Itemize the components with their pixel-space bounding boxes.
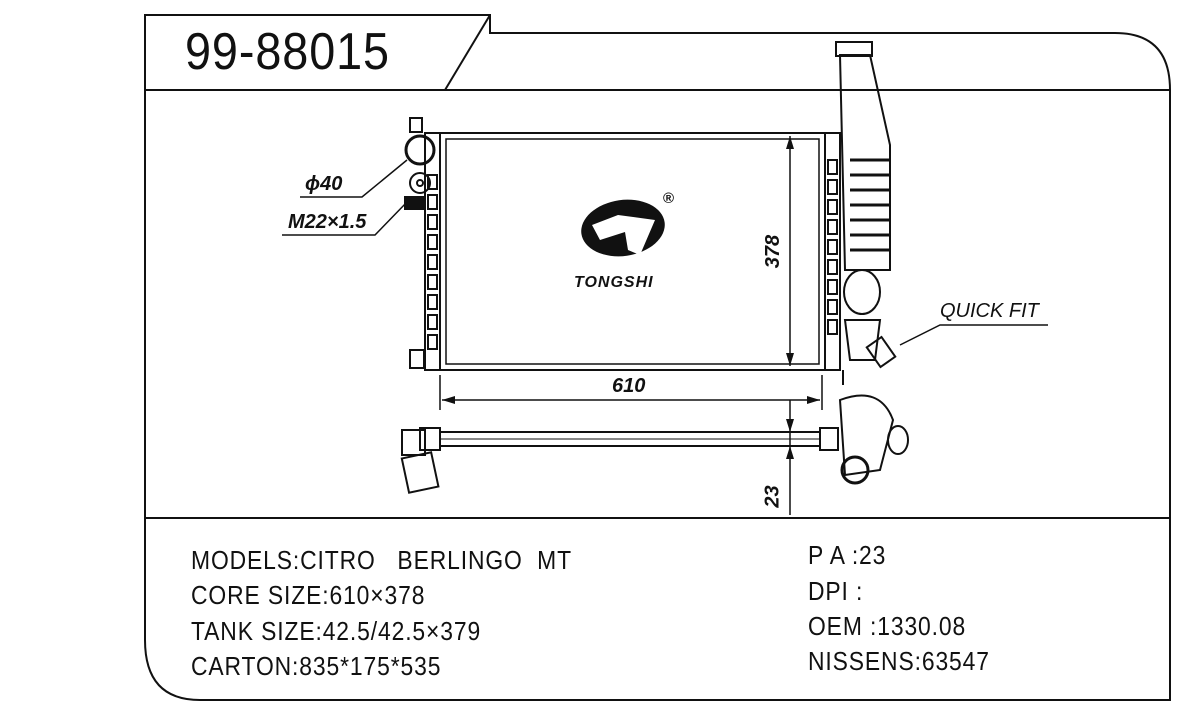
spec-pa: P A :23 xyxy=(808,540,887,570)
spec-carton: CARTON:835*175*535 xyxy=(191,651,442,681)
left-tank-fins xyxy=(427,174,438,350)
height-dimension: 378 xyxy=(762,234,785,269)
expansion-tank xyxy=(838,54,891,271)
thread-callout: M22×1.5 xyxy=(288,211,367,233)
diameter-callout: ϕ40 xyxy=(305,173,343,195)
title-tab-slant xyxy=(444,14,491,91)
quick-fit-connector xyxy=(865,335,897,369)
thickness-dimension: 23 xyxy=(761,485,784,508)
registered-mark: ® xyxy=(663,190,675,207)
width-dimension: 610 xyxy=(612,375,646,397)
brand-name: TONGSHI xyxy=(574,274,654,291)
quick-fit-callout: QUICK FIT xyxy=(940,300,1039,322)
spec-tank-size: TANK SIZE:42.5/42.5×379 xyxy=(191,616,482,646)
spec-dpi: DPI : xyxy=(808,576,864,606)
spec-models: MODELS:CITRO BERLINGO MT xyxy=(191,545,572,575)
part-number-title: 99-88015 xyxy=(185,23,390,81)
inlet-pipe xyxy=(404,134,436,166)
spec-oem: OEM :1330.08 xyxy=(808,611,967,641)
tongshi-logo xyxy=(581,199,665,257)
spec-nissens: NISSENS:63547 xyxy=(808,646,990,676)
spec-core-size: CORE SIZE:610×378 xyxy=(191,580,426,610)
